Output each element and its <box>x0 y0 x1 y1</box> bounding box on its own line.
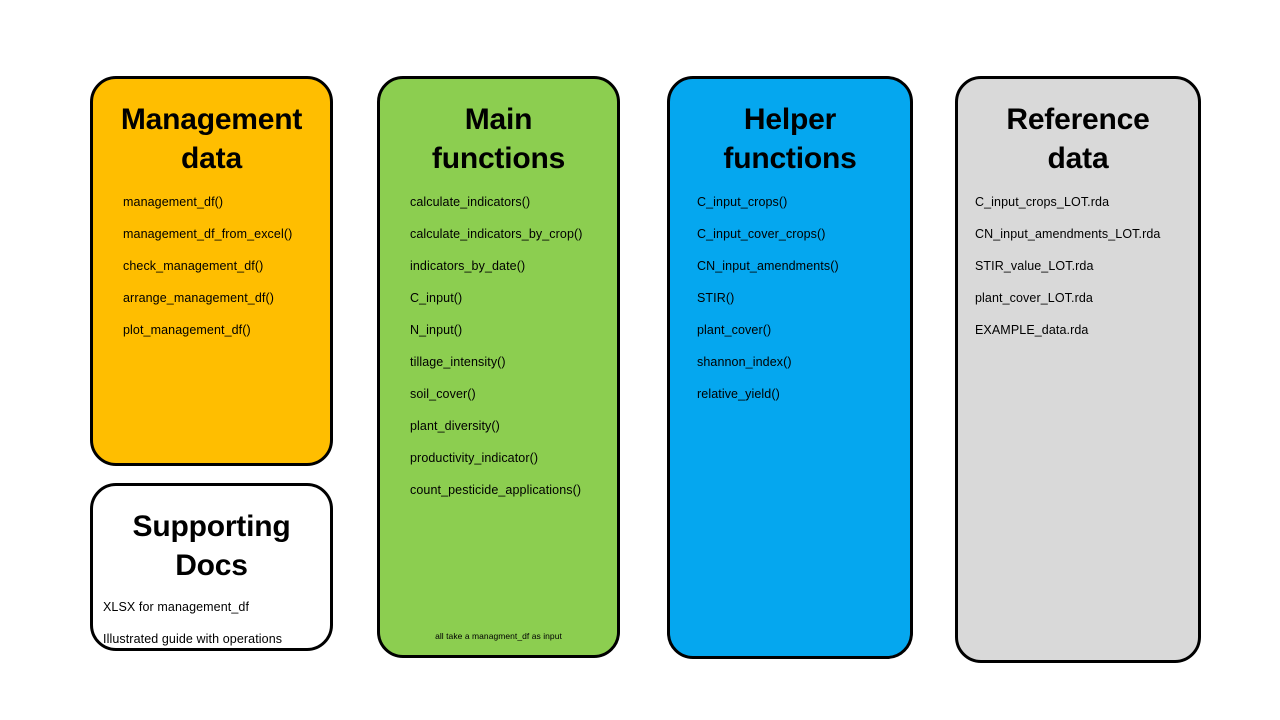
list-item: arrange_management_df() <box>123 291 274 305</box>
list-item: Illustrated guide with operations <box>103 632 283 646</box>
card-supporting-docs[interactable]: Supporting Docs XLSX for management_df I… <box>90 483 333 651</box>
list-item: STIR_value_LOT.rda <box>975 259 1094 273</box>
list-item: soil_cover() <box>410 387 476 401</box>
list-item: XLSX for management_df <box>103 600 250 614</box>
list-item: STIR() <box>697 291 735 305</box>
list-item: relative_yield() <box>697 387 780 401</box>
card-helper-functions[interactable]: Helper functions C_input_crops() C_input… <box>667 76 913 659</box>
card-reference-data[interactable]: Reference data C_input_crops_LOT.rda CN_… <box>955 76 1201 663</box>
list-item: EXAMPLE_data.rda <box>975 323 1089 337</box>
card-list-management-data: management_df() management_df_from_excel… <box>93 195 330 355</box>
list-item: plot_management_df() <box>123 323 251 337</box>
list-item: CN_input_amendments_LOT.rda <box>975 227 1161 241</box>
card-main-functions[interactable]: Main functions calculate_indicators() ca… <box>377 76 620 658</box>
list-item: management_df() <box>123 195 224 209</box>
card-list-helper-functions: C_input_crops() C_input_cover_crops() CN… <box>670 195 910 419</box>
card-list-reference-data: C_input_crops_LOT.rda CN_input_amendment… <box>958 195 1198 355</box>
card-title-main-functions: Main functions <box>431 103 566 175</box>
list-item: management_df_from_excel() <box>123 227 293 241</box>
list-item: plant_diversity() <box>410 419 500 433</box>
card-list-main-functions: calculate_indicators() calculate_indicat… <box>380 195 617 515</box>
list-item: N_input() <box>410 323 463 337</box>
card-management-data[interactable]: Management data management_df() manageme… <box>90 76 333 466</box>
list-item: shannon_index() <box>697 355 792 369</box>
list-item: productivity_indicator() <box>410 451 539 465</box>
list-item: calculate_indicators_by_crop() <box>410 227 583 241</box>
list-item: plant_cover() <box>697 323 772 337</box>
card-footnote-main-functions: all take a managment_df as input <box>435 631 562 641</box>
list-item: C_input_cover_crops() <box>697 227 826 241</box>
list-item: indicators_by_date() <box>410 259 526 273</box>
list-item: C_input_crops_LOT.rda <box>975 195 1110 209</box>
card-title-reference-data: Reference data <box>1006 103 1150 175</box>
list-item: plant_cover_LOT.rda <box>975 291 1093 305</box>
card-title-supporting-docs: Supporting Docs <box>132 510 291 582</box>
list-item: tillage_intensity() <box>410 355 506 369</box>
card-title-helper-functions: Helper functions <box>723 103 857 175</box>
list-item: check_management_df() <box>123 259 264 273</box>
list-item: C_input() <box>410 291 463 305</box>
list-item: C_input_crops() <box>697 195 788 209</box>
list-item: CN_input_amendments() <box>697 259 839 273</box>
list-item: calculate_indicators() <box>410 195 531 209</box>
card-title-management-data: Management data <box>120 103 303 175</box>
list-item: count_pesticide_applications() <box>410 483 582 497</box>
card-list-supporting-docs: XLSX for management_df Illustrated guide… <box>93 600 330 648</box>
